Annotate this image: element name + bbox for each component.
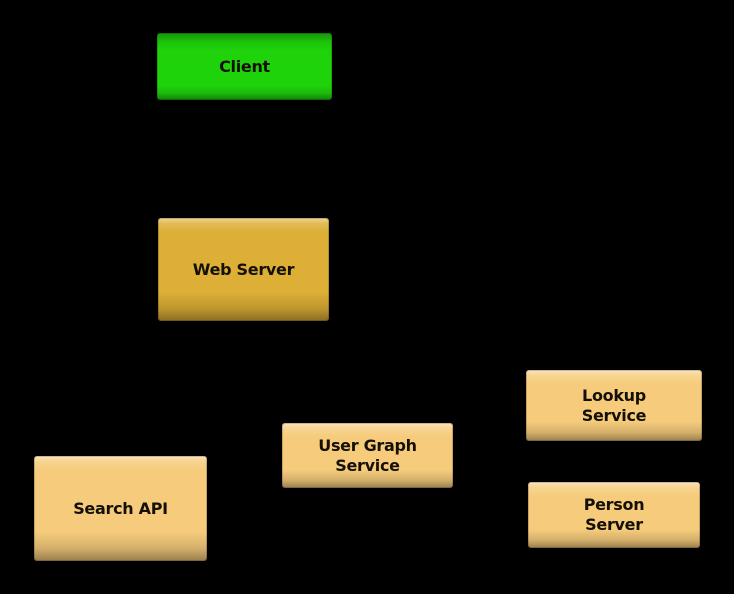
- node-client: Client: [157, 33, 332, 100]
- node-web-server: Web Server: [158, 218, 329, 321]
- node-user-graph-service: User Graph Service: [282, 423, 453, 488]
- node-lookup-service: Lookup Service: [526, 370, 702, 441]
- node-person-server: Person Server: [528, 482, 700, 548]
- node-search-api: Search API: [34, 456, 207, 561]
